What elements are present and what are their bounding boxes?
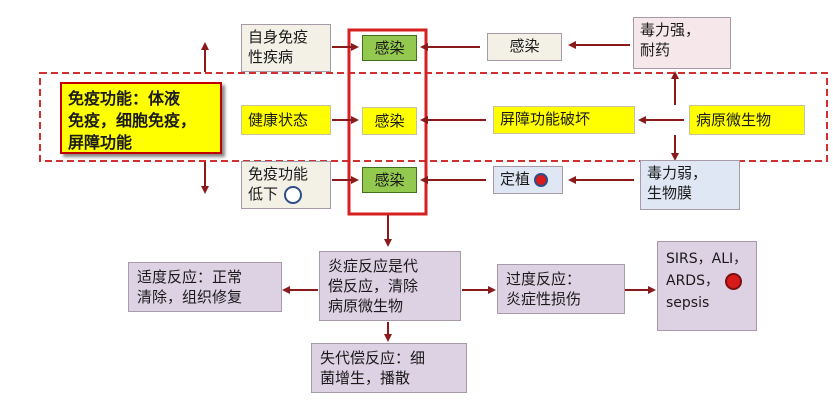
sirs-line-2-text: ARDS， (666, 273, 719, 289)
inflammation-line-1: 炎症反应是代 (328, 257, 419, 275)
infect-mid-box: 感染 (362, 107, 417, 135)
moderate-line-1: 适度反应：正常 (137, 268, 243, 286)
immune-function-line-3: 屏障功能 (68, 133, 133, 152)
immune-low-line-1: 免疫功能 (248, 165, 309, 183)
immune-function-line-1: 免疫功能：体液 (68, 89, 181, 108)
virulent-strong-box: 毒力强， 耐药 (633, 17, 731, 69)
excessive-reaction-box: 过度反应： 炎症性损伤 (497, 264, 625, 314)
infect-top-label: 感染 (374, 39, 405, 57)
immune-function-box: 免疫功能：体液 免疫，细胞免疫， 屏障功能 (60, 82, 222, 154)
autoimmune-line-1: 自身免疫 (248, 28, 309, 46)
red-dot-marker (534, 172, 549, 187)
autoimmune-line-2: 性疾病 (248, 48, 294, 66)
decompensation-line-2: 菌增生，播散 (320, 369, 411, 387)
autoimmune-box: 自身免疫 性疾病 (241, 24, 331, 72)
inflammation-line-3: 病原微生物 (328, 297, 404, 315)
immune-low-line-2-text: 低下 (248, 185, 279, 203)
virulent-weak-line-1: 毒力弱， (647, 164, 708, 182)
immune-low-line-2: 低下 (248, 184, 324, 204)
outline-circle-marker (284, 185, 303, 204)
excessive-line-1: 过度反应： (506, 270, 582, 288)
pathogen-box: 病原微生物 (689, 105, 805, 135)
sirs-line-3: sepsis (666, 295, 710, 311)
sirs-line-1: SIRS，ALI， (666, 251, 748, 267)
virulent-strong-line-2: 耐药 (640, 41, 671, 59)
infect-top-box: 感染 (362, 35, 417, 61)
infect-bottom-label: 感染 (374, 171, 405, 189)
virulent-weak-box: 毒力弱， 生物膜 (640, 160, 740, 210)
dashed-region (39, 72, 828, 162)
decompensation-line-1: 失代偿反应：细 (320, 349, 426, 367)
colonize-label: 定植 (500, 170, 531, 188)
infect-right-label: 感染 (509, 37, 540, 55)
barrier-box: 屏障功能破坏 (493, 106, 635, 134)
immune-function-line-2: 免疫，细胞免疫， (68, 111, 197, 130)
virulent-weak-line-2: 生物膜 (647, 184, 693, 202)
barrier-label: 屏障功能破坏 (500, 110, 591, 128)
moderate-reaction-box: 适度反应：正常 清除，组织修复 (128, 262, 282, 312)
sirs-box: SIRS，ALI， ARDS， sepsis (657, 241, 757, 331)
infect-right-box: 感染 (487, 33, 562, 61)
healthy-box: 健康状态 (241, 105, 331, 135)
moderate-line-2: 清除，组织修复 (137, 288, 243, 306)
healthy-label: 健康状态 (248, 111, 309, 129)
inflammation-box: 炎症反应是代 偿反应，清除 病原微生物 (319, 251, 461, 321)
immune-low-box: 免疫功能 低下 (241, 161, 331, 209)
pathogen-label: 病原微生物 (696, 111, 772, 129)
virulent-strong-line-1: 毒力强， (640, 21, 701, 39)
excessive-line-2: 炎症性损伤 (506, 290, 582, 308)
infect-bottom-box: 感染 (362, 167, 417, 193)
infect-mid-label: 感染 (374, 112, 405, 130)
colonize-box: 定植 (493, 166, 563, 194)
sirs-line-2: ARDS， (666, 270, 748, 292)
inflammation-line-2: 偿反应，清除 (328, 277, 419, 295)
decompensation-box: 失代偿反应：细 菌增生，播散 (311, 343, 467, 393)
red-circle-marker (724, 272, 742, 290)
